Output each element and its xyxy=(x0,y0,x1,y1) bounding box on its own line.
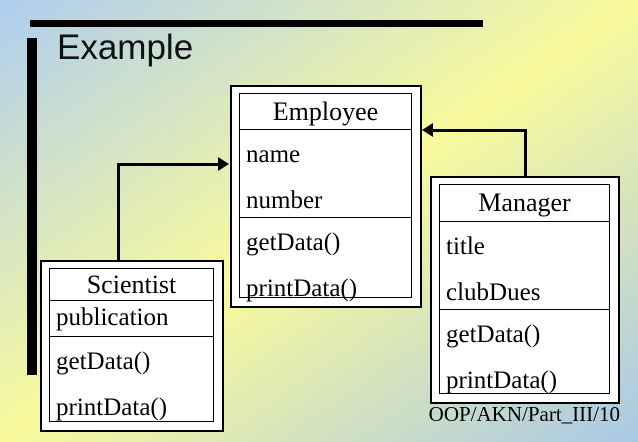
arrowhead-right-icon xyxy=(218,157,229,171)
manager-methods-section: getData() printData() xyxy=(440,310,609,404)
class-method: printData() xyxy=(56,394,168,421)
top-accent-bar xyxy=(30,20,483,27)
manager-attributes-section: title clubDues xyxy=(440,222,609,310)
employee-methods-section: getData() printData() xyxy=(240,218,411,312)
left-accent-bar xyxy=(27,38,37,375)
class-box-manager: Manager title clubDues getData() printDa… xyxy=(430,176,620,404)
class-attribute: title xyxy=(446,233,485,260)
scientist-attributes-section: publication xyxy=(50,301,213,337)
class-box-scientist: Scientist publication getData() printDat… xyxy=(40,260,224,432)
class-box-employee: Employee name number getData() printData… xyxy=(230,85,422,308)
class-method: getData() xyxy=(446,321,541,348)
connector-horizontal-line xyxy=(117,163,220,166)
class-method: getData() xyxy=(246,229,341,256)
class-attribute: name xyxy=(246,141,301,168)
arrowhead-left-icon xyxy=(422,123,433,137)
slide-footer-page-id: OOP/AKN/Part_III/10 xyxy=(428,402,620,426)
connector-vertical-line xyxy=(117,164,120,260)
class-box-employee-inner: Employee name number getData() printData… xyxy=(239,93,412,302)
employee-attributes-section: name number xyxy=(240,130,411,218)
class-attribute: number xyxy=(246,187,323,214)
class-attribute: clubDues xyxy=(446,279,541,306)
connector-vertical-line xyxy=(524,129,527,176)
class-method: printData() xyxy=(446,367,558,394)
scientist-methods-section: getData() printData() xyxy=(50,337,213,431)
class-box-manager-inner: Manager title clubDues getData() printDa… xyxy=(439,184,610,394)
manager-class-name: Manager xyxy=(440,185,609,222)
scientist-class-name: Scientist xyxy=(50,269,213,301)
class-box-scientist-inner: Scientist publication getData() printDat… xyxy=(49,268,214,422)
employee-class-name: Employee xyxy=(240,94,411,130)
class-attribute: publication xyxy=(56,304,169,331)
page-title: Example xyxy=(57,28,194,67)
connector-horizontal-line xyxy=(433,129,527,132)
class-method: getData() xyxy=(56,348,151,375)
class-method: printData() xyxy=(246,275,358,302)
